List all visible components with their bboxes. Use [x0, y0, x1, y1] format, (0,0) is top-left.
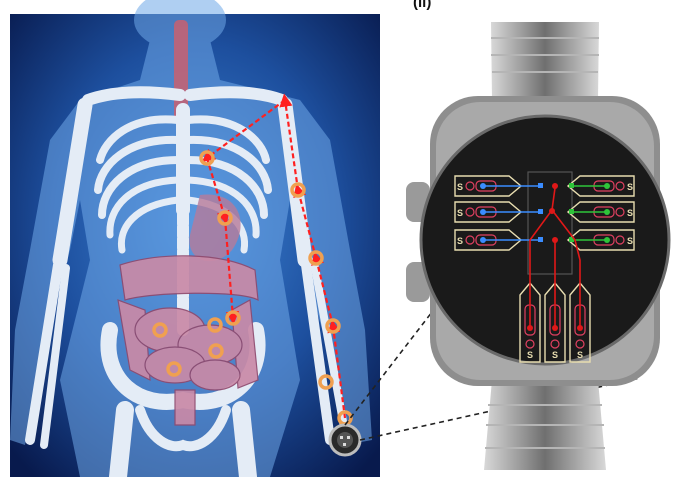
- wrist-device-icon: [330, 425, 360, 455]
- electrode-label: S: [457, 182, 463, 192]
- electrode-label: S: [627, 236, 633, 246]
- electrode-label: S: [457, 236, 463, 246]
- electrode-label: S: [552, 350, 558, 360]
- electrode-label: S: [527, 350, 533, 360]
- anatomy-illustration: [10, 0, 380, 477]
- electrode-label: S: [577, 350, 583, 360]
- wristwatch-illustration: S S S: [406, 22, 669, 470]
- electrode-label: S: [627, 208, 633, 218]
- electrode-label: S: [627, 182, 633, 192]
- watch-band-top: [491, 22, 599, 100]
- electrode-label: S: [457, 208, 463, 218]
